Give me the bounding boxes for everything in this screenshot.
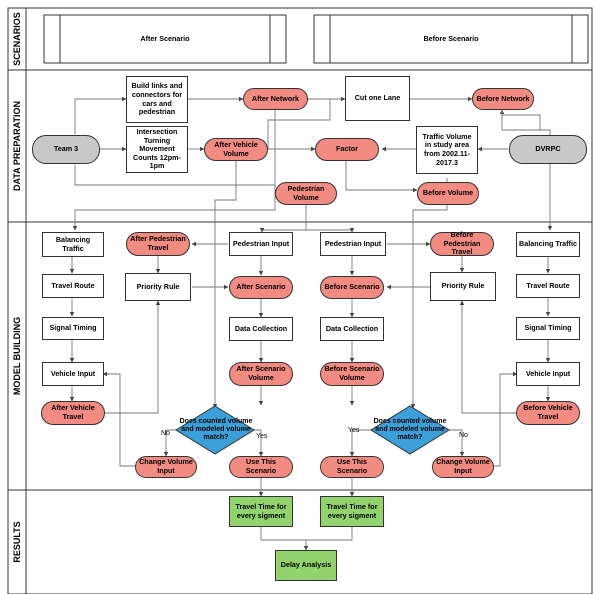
before-decision-text: Does counted volume and modeled volume m…	[373, 417, 447, 442]
cut-one-lane-node: Cut one Lane	[345, 76, 410, 121]
after-change-volume-input-node: Change Volume Input	[135, 456, 197, 478]
before-use-this-scenario-node: Use This Scenario	[320, 456, 384, 478]
before-priority-rule-node: Priority Rule	[430, 272, 496, 301]
before-change-volume-input-node: Change Volume Input	[432, 456, 494, 478]
after-data-collection-node: Data Collection	[229, 317, 293, 341]
delay-analysis-node: Delay Analysis	[275, 550, 337, 581]
after-travel-time-node: Travel Time for every sigment	[229, 496, 293, 527]
team3-node: Team 3	[32, 135, 100, 164]
after-balancing-traffic-node: Balancing Traffic	[42, 232, 104, 257]
after-pedestrian-travel-node: After Pedestrian Travel	[126, 232, 190, 256]
factor-node: Factor	[315, 138, 379, 161]
after-vehicle-volume-node: After Vehicle Volume	[204, 138, 268, 161]
build-links-node: Build links and connectors for cars and …	[126, 76, 188, 123]
dvrpc-node: DVRPC	[509, 135, 587, 164]
after-pedestrian-input-node: Pedestrian Input	[229, 232, 293, 256]
before-balancing-traffic-node: Balancing Traffic	[516, 232, 580, 257]
before-vehicle-input-node: Vehicle Input	[516, 362, 580, 386]
before-decision-diamond	[370, 405, 450, 455]
before-data-collection-node: Data Collection	[320, 317, 384, 341]
before-no-label: No	[459, 432, 468, 439]
before-scenario-header: Before Scenario	[423, 33, 479, 43]
before-signal-timing-node: Signal Timing	[516, 317, 580, 340]
after-scenario-header: After Scenario	[140, 33, 190, 43]
after-no-label: No	[161, 430, 170, 437]
before-scenario-node: Before Scenario	[320, 276, 384, 299]
before-travel-time-node: Travel Time for every sigment	[320, 496, 384, 527]
intersection-counts-node: Intersection Turning Movement Counts 12p…	[126, 126, 188, 173]
before-travel-route-node: Travel Route	[516, 274, 580, 298]
after-yes-label: Yes	[256, 433, 268, 440]
before-pedestrian-input-node: Pedestrian Input	[320, 232, 386, 256]
after-travel-route-node: Travel Route	[42, 274, 104, 298]
pedestrian-volume-node: Pedestrian Volume	[275, 182, 337, 205]
lane-label-results: RESULTS	[12, 521, 22, 563]
after-vehicle-travel-node: After Vehicle Travel	[41, 401, 105, 425]
after-scenario-volume-node: After Scenario Volume	[229, 362, 293, 386]
lane-label-data-preparation: DATA PREPARATION	[12, 101, 22, 191]
lane-label-model-building: MODEL BUILDING	[12, 316, 22, 396]
after-use-this-scenario-node: Use This Scenario	[229, 456, 293, 478]
after-decision-text: Does counted volume and modeled volume m…	[179, 417, 253, 442]
before-yes-label: Yes	[348, 427, 360, 434]
after-vehicle-input-node: Vehicle Input	[42, 362, 104, 386]
after-network-node: After Network	[243, 88, 308, 110]
after-priority-rule-node: Priority Rule	[125, 273, 191, 301]
after-scenario-node: After Scenario	[229, 276, 293, 299]
before-vehicle-travel-node: Before Vehicle Travel	[516, 401, 580, 425]
before-volume-node: Before Volume	[417, 182, 479, 205]
lane-label-scenarios: SCENARIOS	[12, 12, 22, 66]
traffic-volume-node: Traffic Volume in study area from 2002.1…	[416, 126, 478, 174]
after-signal-timing-node: Signal Timing	[42, 317, 104, 340]
before-network-node: Before Network	[472, 88, 534, 110]
before-scenario-volume-node: Before Scenario Volume	[320, 362, 384, 386]
after-decision-diamond	[175, 405, 255, 455]
before-pedestrian-travel-node: Before Pedestrian Travel	[430, 230, 494, 256]
